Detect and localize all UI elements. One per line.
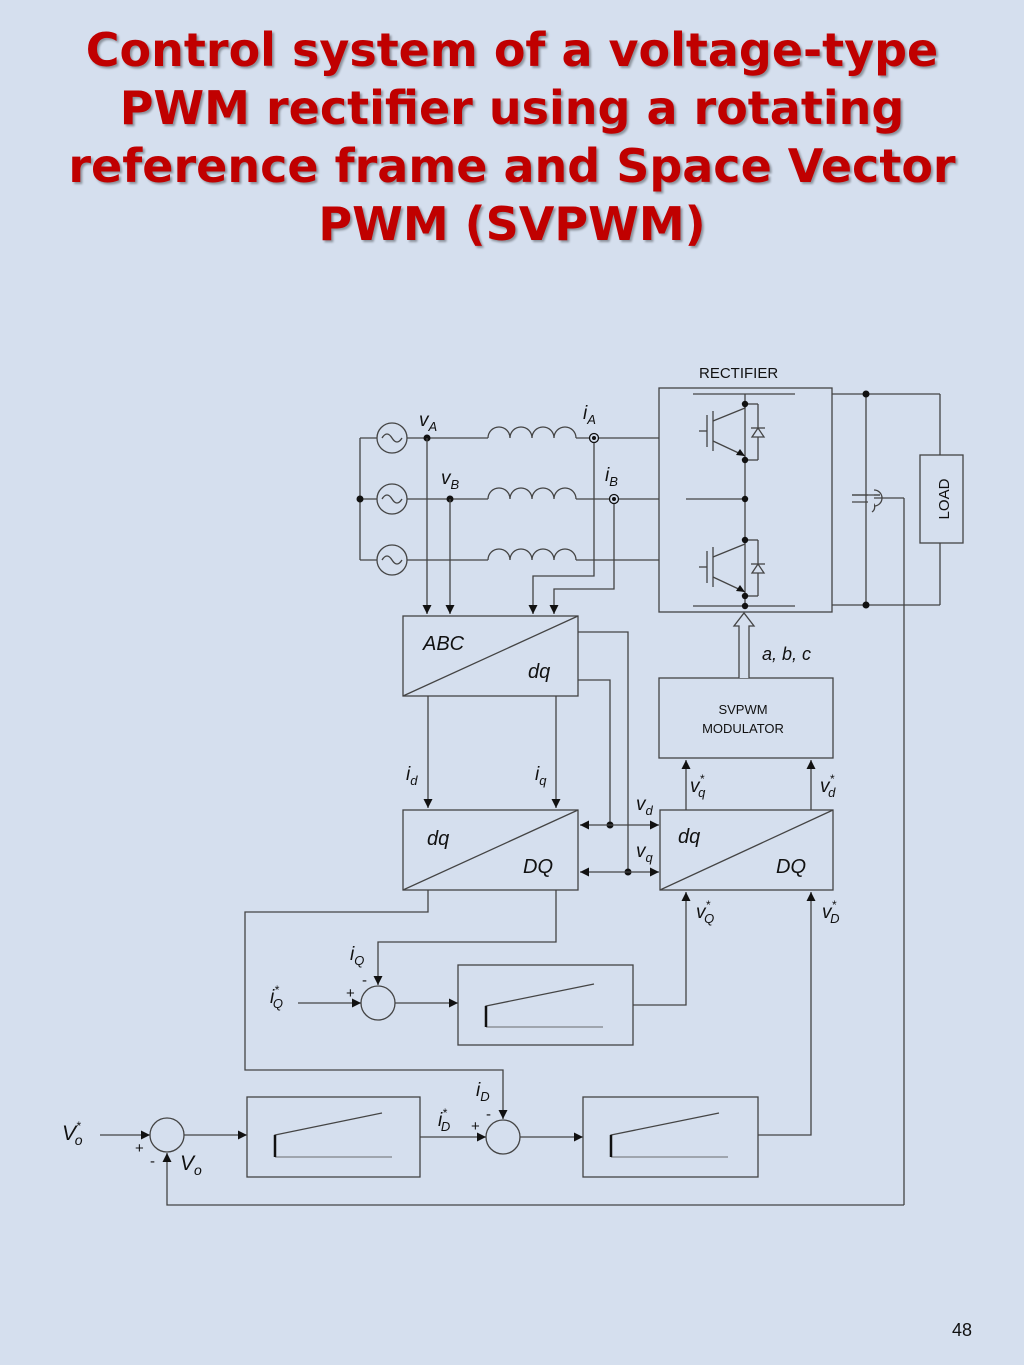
- pi-controller-voltage: [246, 1096, 421, 1178]
- svpwm-label-line2: MODULATOR: [702, 721, 784, 736]
- igbt-lower-icon: [699, 539, 766, 597]
- summing-junction-d: [485, 1119, 521, 1155]
- plus-sign-voltage: +: [135, 1140, 144, 1157]
- dq-DQ-right-top-label: dq: [678, 826, 700, 848]
- inductor-phase-a: [487, 426, 577, 439]
- label-iQ-ref: i*Q: [270, 983, 283, 1011]
- label-Vo-ref: V*o: [62, 1119, 83, 1148]
- dq-DQ-left-top-label: dq: [427, 828, 449, 850]
- rectifier-label: RECTIFIER: [699, 365, 778, 382]
- svpwm-modulator-block: [658, 677, 834, 759]
- abc-dq-bottom-label: dq: [528, 661, 550, 683]
- dq-to-DQ-transform-left: [402, 809, 579, 891]
- label-id: id: [406, 764, 418, 788]
- page-number: 48: [951, 1320, 972, 1340]
- signal-labels: vA iA vB iB id iq vd vq v*q v*d v*Q v*D …: [62, 403, 840, 1178]
- minus-sign-voltage: -: [150, 1153, 155, 1170]
- neutral-node: [356, 495, 364, 503]
- plus-sign-d: +: [471, 1118, 480, 1135]
- summing-junction-q: [360, 985, 396, 1021]
- label-vq: vq: [636, 841, 654, 865]
- dq-DQ-right-bottom-label: DQ: [776, 856, 806, 878]
- label-iD-ref: i*D: [438, 1106, 450, 1134]
- pi-controller-d: [582, 1096, 759, 1178]
- inductor-phase-b: [487, 487, 577, 500]
- plus-sign-q: +: [346, 985, 355, 1002]
- summing-junction-voltage: [149, 1117, 185, 1153]
- slide-title: Control system of a voltage-type PWM rec…: [68, 23, 956, 251]
- pi-controller-q: [457, 964, 634, 1046]
- load-box: [919, 454, 964, 544]
- minus-sign-q: -: [362, 972, 367, 989]
- label-vQ-ref: v*Q: [696, 898, 714, 926]
- label-iQ: iQ: [350, 944, 364, 968]
- label-vd: vd: [636, 794, 654, 818]
- load-label: LOAD: [936, 478, 953, 519]
- label-vq-ref: v*q: [690, 772, 706, 800]
- abc-to-dq-transform: [402, 615, 579, 697]
- label-vd-ref: v*d: [820, 772, 836, 800]
- gating-signal-arrow: [732, 611, 756, 678]
- label-iA: iA: [583, 403, 596, 427]
- label-vD-ref: v*D: [822, 898, 840, 926]
- sine-icon: [381, 555, 403, 565]
- minus-sign-d: -: [486, 1106, 491, 1123]
- rectifier-block: [658, 387, 833, 613]
- label-iD: iD: [476, 1080, 490, 1104]
- phase-lines: [407, 426, 659, 561]
- sine-icon: [381, 494, 403, 504]
- label-Vo: Vo: [180, 1152, 202, 1178]
- abc-dq-top-label: ABC: [422, 633, 465, 655]
- ac-sources: [356, 422, 408, 576]
- switch-signals-label: a, b, c: [762, 644, 811, 664]
- label-iq: iq: [535, 764, 547, 788]
- label-vB: vB: [441, 468, 460, 492]
- sine-icon: [381, 433, 403, 443]
- DQ-to-dq-transform-right: [659, 809, 834, 891]
- label-vA: vA: [419, 410, 437, 434]
- label-iB: iB: [605, 465, 618, 489]
- igbt-upper-icon: [699, 403, 766, 461]
- dc-link: [832, 390, 964, 1205]
- dq-DQ-left-bottom-label: DQ: [523, 856, 553, 878]
- svpwm-label-line1: SVPWM: [718, 702, 767, 717]
- inductor-phase-c: [487, 548, 577, 561]
